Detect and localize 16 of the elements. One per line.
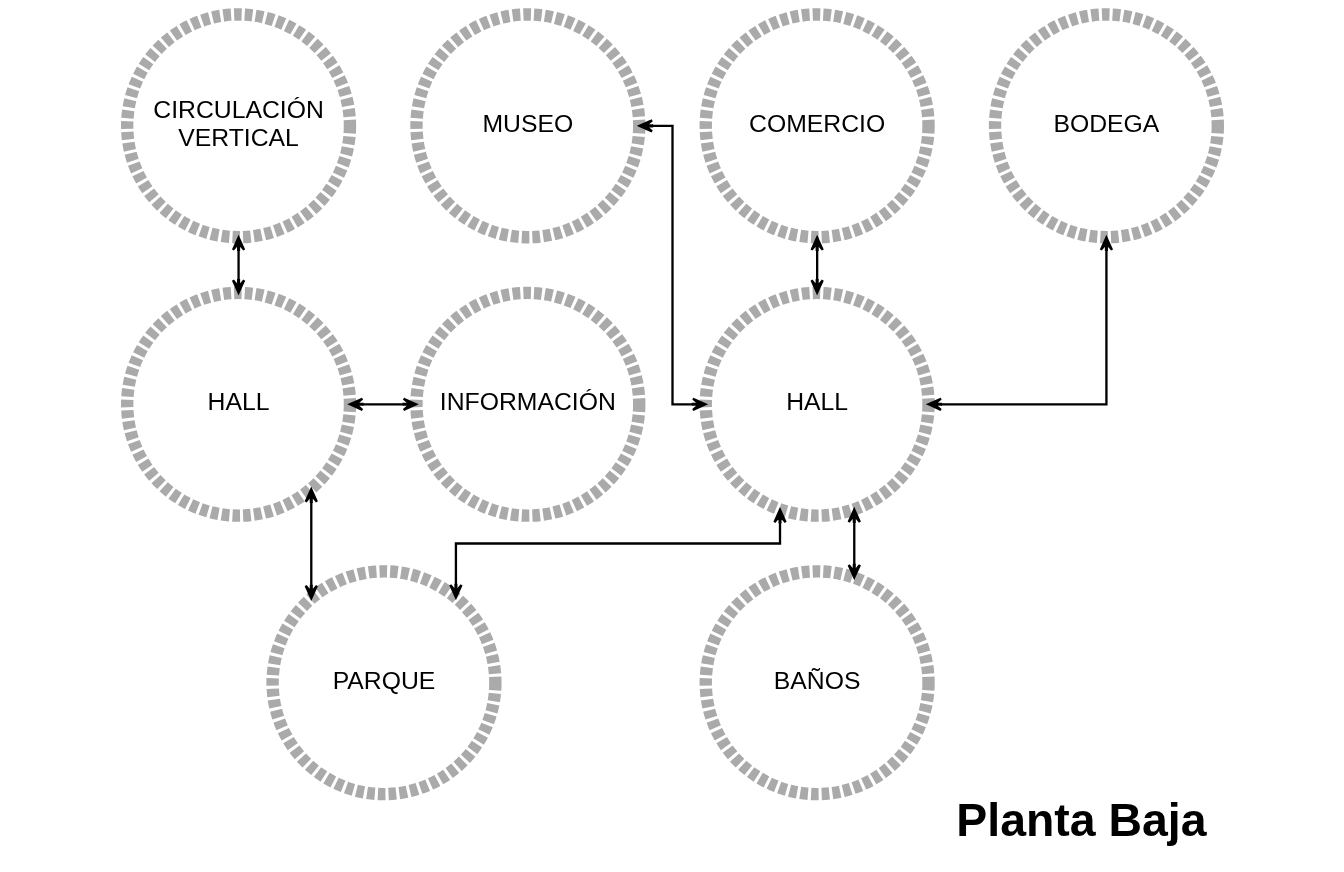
node-circle: COMERCIO <box>699 8 935 244</box>
arrow <box>638 119 706 412</box>
arrow <box>448 508 787 599</box>
arrow <box>809 236 824 294</box>
arrow <box>304 488 318 600</box>
diagram-title: Planta Baja <box>955 793 1206 846</box>
node-circle: INFORMACIÓN <box>409 286 645 522</box>
arrow <box>926 236 1113 412</box>
node-circle: CIRCULACIÓN VERTICAL <box>120 8 356 244</box>
node-circle: BODEGA <box>988 8 1224 244</box>
arrow <box>231 236 245 294</box>
node-circle: HALL <box>120 286 356 522</box>
arrow <box>348 397 417 412</box>
node-circle: PARQUE <box>265 565 502 801</box>
node-circle: MUSEO <box>409 8 645 244</box>
arrow <box>847 508 861 579</box>
